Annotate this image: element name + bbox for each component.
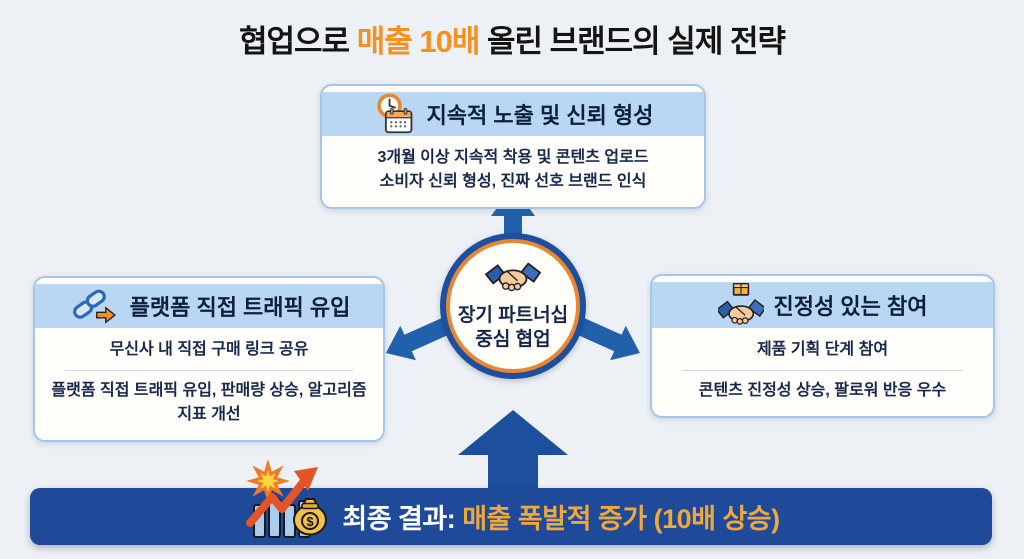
arrow-right-icon <box>567 313 640 361</box>
card-body-traffic: 무신사 내 직접 구매 링크 공유 플랫폼 직접 트래픽 유입, 판매량 상승,… <box>35 328 383 440</box>
banner-text: 최종 결과: 매출 폭발적 증가 (10배 상승) <box>342 497 780 536</box>
card-header-traffic: 플랫폼 직접 트래픽 유입 <box>35 284 383 328</box>
hub-label: 장기 파트너십 중심 협업 <box>458 304 568 352</box>
clock-calendar-icon <box>373 93 417 135</box>
hub-label-line2: 중심 협업 <box>475 329 551 350</box>
hub-label-line1: 장기 파트너십 <box>457 305 569 327</box>
strategy-card-traffic: 플랫폼 직접 트래픽 유입 무신사 내 직접 구매 링크 공유 플랫폼 직접 트… <box>33 276 385 442</box>
handshake-icon <box>484 260 542 301</box>
result-banner: $ 최종 결과: 매출 폭발적 증가 (10배 상승) <box>30 459 992 545</box>
card-line: 소비자 신뢰 형성, 진짜 선호 브랜드 인식 <box>379 173 647 190</box>
title-suffix: 올린 브랜드의 실제 전략 <box>479 24 786 59</box>
explosive-growth-money-icon: $ <box>242 457 330 546</box>
card-header-label: 플랫폼 직접 트래픽 유입 <box>129 295 351 320</box>
card-body-trust: 3개월 이상 지속적 착용 및 콘텐츠 업로드 소비자 신뢰 형성, 진짜 선호… <box>322 136 704 207</box>
center-hub-inner: 장기 파트너십 중심 협업 <box>446 239 580 373</box>
svg-text:$: $ <box>307 514 315 529</box>
divider <box>65 370 353 371</box>
card-line: 제품 기획 단계 참여 <box>756 341 889 358</box>
card-line: 3개월 이상 지속적 착용 및 콘텐츠 업로드 <box>377 149 649 166</box>
card-line: 콘텐츠 진정성 상승, 팔로워 반응 우수 <box>698 382 947 399</box>
page-title: 협업으로 매출 10배 올린 브랜드의 실제 전략 <box>0 16 1024 61</box>
card-header-authenticity: 진정성 있는 참여 <box>652 282 993 328</box>
banner-prefix: 최종 결과: <box>342 504 463 534</box>
arrow-left-icon <box>386 313 459 361</box>
link-arrow-icon <box>68 286 120 326</box>
arrow-bottom-up-icon <box>458 410 568 500</box>
card-header-label: 진정성 있는 참여 <box>773 294 928 319</box>
handshake-package-icon <box>717 282 764 328</box>
divider <box>682 370 963 371</box>
card-header-trust: 지속적 노출 및 신뢰 형성 <box>322 92 704 136</box>
strategy-card-trust: 지속적 노출 및 신뢰 형성 3개월 이상 지속적 착용 및 콘텐츠 업로드 소… <box>320 84 706 209</box>
title-prefix: 협업으로 <box>238 24 357 59</box>
strategy-card-authenticity: 진정성 있는 참여 제품 기획 단계 참여 콘텐츠 진정성 상승, 팔로워 반응… <box>650 274 995 418</box>
banner-highlight: 매출 폭발적 증가 (10배 상승) <box>462 504 780 534</box>
center-hub: 장기 파트너십 중심 협업 <box>440 233 586 379</box>
card-line: 무신사 내 직접 구매 링크 공유 <box>109 341 309 358</box>
title-highlight: 매출 10배 <box>356 24 481 59</box>
card-line: 플랫폼 직접 트래픽 유입, 판매량 상승, 알고리즘 지표 개선 <box>51 382 367 423</box>
card-header-label: 지속적 노출 및 신뢰 형성 <box>426 103 654 128</box>
card-body-authenticity: 제품 기획 단계 참여 콘텐츠 진정성 상승, 팔로워 반응 우수 <box>652 328 993 416</box>
